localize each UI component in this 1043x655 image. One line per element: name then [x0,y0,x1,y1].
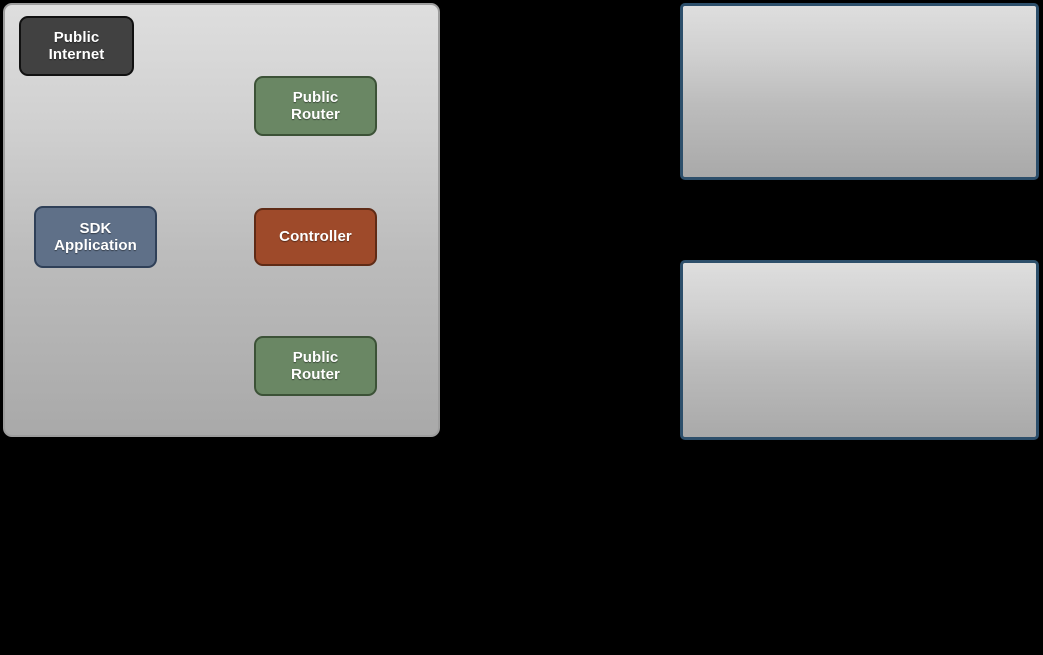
node-public-router-top[interactable]: Public Router [254,76,377,136]
zone-private-network-2: Private Network 2 Private Router Applica… [680,260,1039,440]
diagram-canvas: Public Internet Public Router SDK Applic… [3,3,1039,440]
node-sdk-application[interactable]: SDK Application [34,206,157,268]
node-public-internet[interactable]: Public Internet [19,16,134,76]
zone-private-network-1: Private Network 1 Private Router Applica… [680,3,1039,180]
node-public-router-bottom[interactable]: Public Router [254,336,377,396]
node-controller[interactable]: Controller [254,208,377,266]
zone-public-internet: Public Internet Public Router SDK Applic… [3,3,440,437]
